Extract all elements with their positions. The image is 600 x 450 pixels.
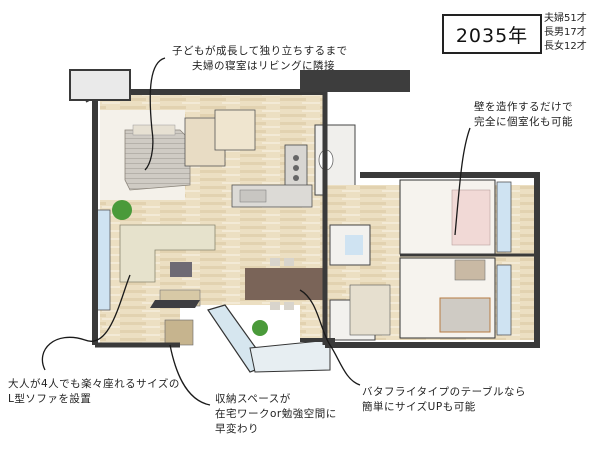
shower xyxy=(345,235,363,255)
storage-shelf xyxy=(214,109,256,151)
main-unit xyxy=(95,92,356,373)
burner-icon xyxy=(293,175,299,181)
family-ages: 夫婦51才 長男17才 長女12才 xyxy=(544,12,587,54)
double-bed xyxy=(124,129,191,191)
l-shaped-sofa xyxy=(119,224,216,283)
leader-table xyxy=(299,289,361,386)
walls xyxy=(69,69,540,348)
age-row-son: 長男17才 xyxy=(544,27,587,38)
annotation-table: バタフライタイプのテーブルなら 簡単にサイズUPも可能 xyxy=(362,386,526,413)
single-bed-grey xyxy=(439,297,491,333)
burner-icon xyxy=(293,155,299,161)
leader-storage xyxy=(169,344,211,406)
year-label-box: 2035年 xyxy=(442,14,542,54)
annotation-bedroom: 子どもが成長して独り立ちするまで 夫婦の寝室はリビングに隣接 xyxy=(172,45,348,72)
laptop xyxy=(150,300,200,308)
plant-icon xyxy=(112,200,132,220)
right-unit xyxy=(325,179,535,341)
age-row-couple: 夫婦51才 xyxy=(544,13,587,24)
window-kids-lower xyxy=(496,264,512,336)
burner-icon xyxy=(293,165,299,171)
balcony xyxy=(249,339,331,373)
leader-lines xyxy=(41,57,471,406)
leader-partition xyxy=(454,127,471,236)
leader-bedroom xyxy=(144,57,166,171)
annotation-storage: 収納スペースが 在宅ワークor勉強空間に 早変わり xyxy=(215,393,337,435)
chair xyxy=(284,258,294,266)
closet-diagonal xyxy=(349,284,391,336)
window-living xyxy=(95,209,111,311)
annotation-sofa: 大人が4人でも楽々座れるサイズの L型ソファを設置 xyxy=(8,378,180,405)
age-row-daughter: 長女12才 xyxy=(544,41,587,52)
coffee-table xyxy=(170,262,192,277)
window-kids-upper xyxy=(496,181,512,253)
chair xyxy=(284,302,294,310)
storage-space xyxy=(164,319,194,346)
pillows xyxy=(132,124,176,136)
chair xyxy=(270,302,280,310)
desk xyxy=(454,259,486,281)
chair xyxy=(270,258,280,266)
dining-table[interactable] xyxy=(245,268,323,300)
entrance-hall xyxy=(300,70,410,92)
annotation-partition: 壁を造作するだけで 完全に個室化も可能 xyxy=(474,101,573,128)
leader-sofa xyxy=(41,274,131,371)
plant-icon xyxy=(252,320,268,336)
sink xyxy=(239,189,267,203)
year-label: 2035年 xyxy=(455,24,529,47)
